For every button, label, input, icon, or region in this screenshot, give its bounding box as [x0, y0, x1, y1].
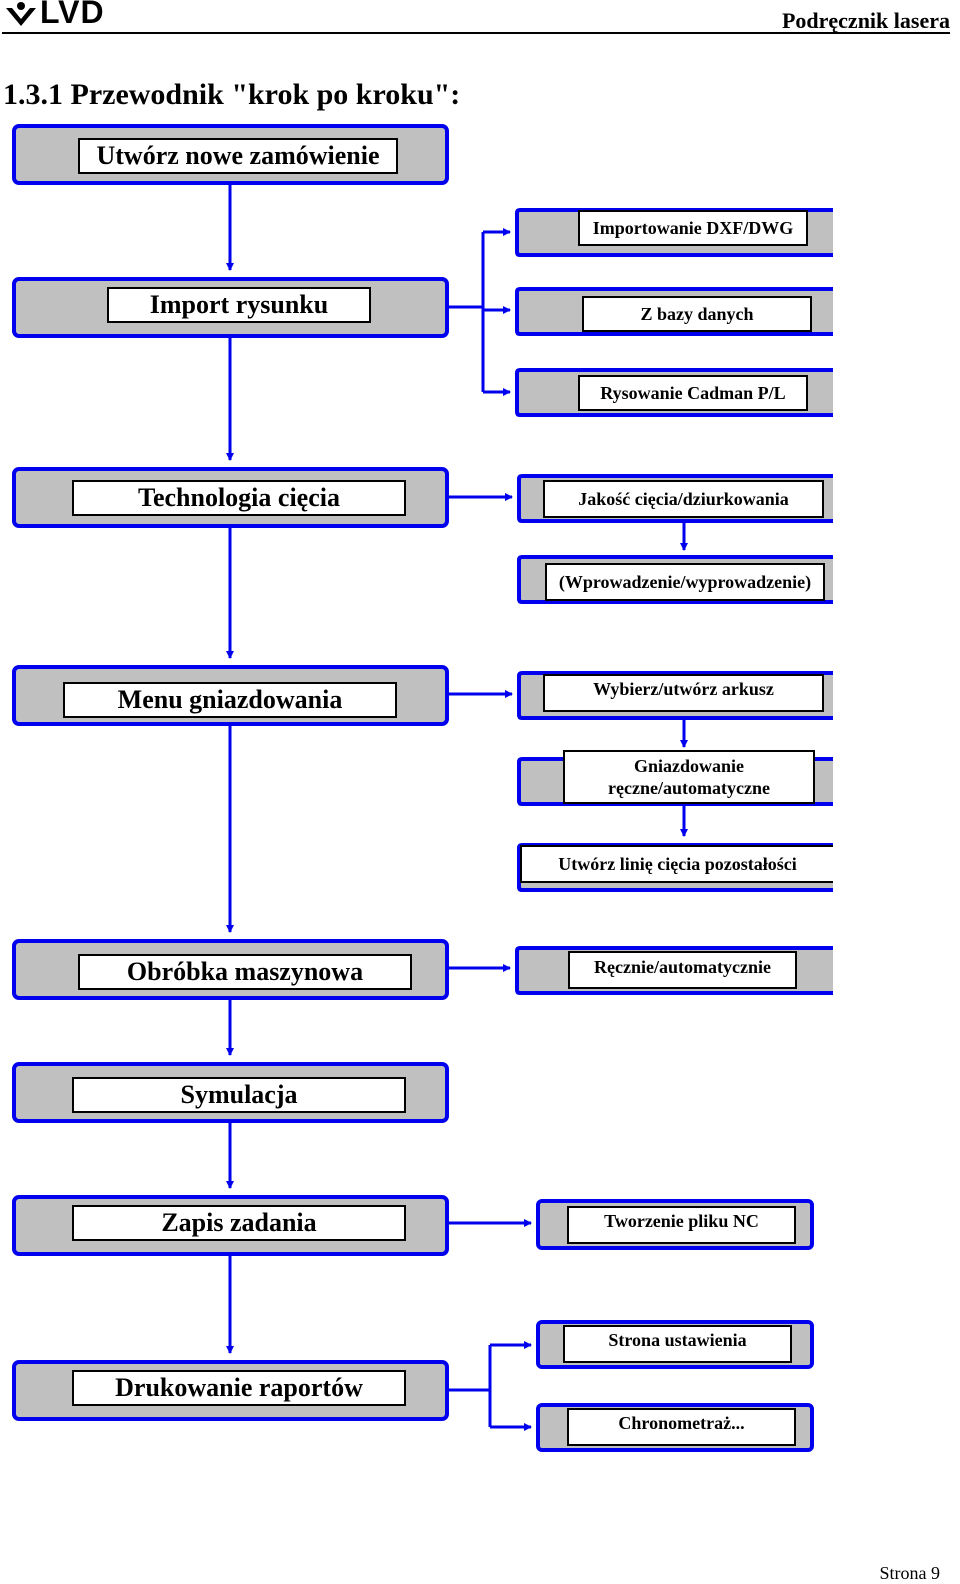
- sub-remnant-cut-line: Utwórz linię cięcia pozostałości: [520, 845, 833, 883]
- logo-text: LVD: [40, 0, 105, 30]
- sub-from-database: Z bazy danych: [582, 296, 812, 332]
- step-save-job: Zapis zadania: [72, 1205, 406, 1241]
- sub-machining-mode: Ręcznie/automatycznie: [568, 951, 797, 989]
- step-print-reports: Drukowanie raportów: [72, 1370, 406, 1406]
- step-nesting-menu: Menu gniazdowania: [63, 682, 397, 718]
- sub-import-dxf: Importowanie DXF/DWG: [578, 210, 808, 246]
- sub-lead-in-out: (Wprowadzenie/wyprowadzenie): [545, 563, 825, 601]
- step-cutting-technology: Technologia cięcia: [72, 480, 406, 516]
- header-divider: [2, 32, 950, 34]
- lvd-logo-icon: [6, 2, 36, 26]
- sub-cut-quality: Jakość cięcia/dziurkowania: [543, 480, 824, 518]
- step-new-order: Utwórz nowe zamówienie: [78, 138, 398, 174]
- step-simulation: Symulacja: [72, 1077, 406, 1113]
- section-title: 1.3.1 Przewodnik "krok po kroku":: [3, 78, 461, 111]
- step-machining: Obróbka maszynowa: [78, 954, 412, 990]
- step-import-drawing: Import rysunku: [107, 287, 371, 323]
- sub-cadman-drawing: Rysowanie Cadman P/L: [578, 375, 808, 411]
- sub-setup-page: Strona ustawienia: [563, 1325, 792, 1363]
- sub-timing: Chronometraż...: [567, 1408, 796, 1446]
- manual-title: Podręcznik lasera: [781, 8, 950, 33]
- sub-select-sheet: Wybierz/utwórz arkusz: [543, 674, 824, 712]
- sub-nesting-mode: Gniazdowanie ręczne/automatyczne: [563, 750, 815, 804]
- lvd-logo: LVD: [4, 0, 139, 30]
- page-number: Strona 9: [879, 1563, 941, 1583]
- sub-nc-file: Tworzenie pliku NC: [567, 1206, 796, 1244]
